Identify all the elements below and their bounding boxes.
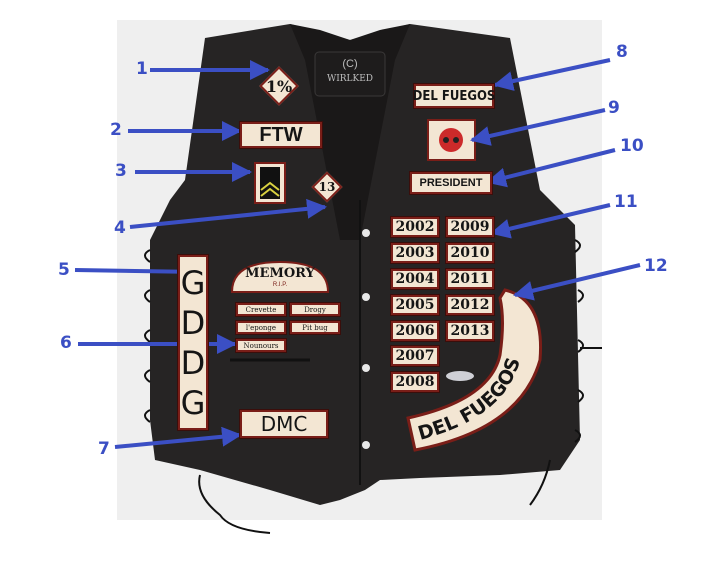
ftw-patch: FTW bbox=[240, 122, 322, 148]
label-9: 9 bbox=[608, 98, 620, 118]
arrow-8 bbox=[493, 58, 611, 91]
button-2 bbox=[362, 293, 370, 301]
year-patch: 2006 bbox=[391, 321, 439, 341]
label-2: 2 bbox=[110, 120, 122, 140]
memory-name: Pit bug bbox=[290, 321, 340, 334]
memory-name: Drogy bbox=[290, 303, 340, 316]
side-lacing-left bbox=[144, 249, 271, 534]
side-lacing-right bbox=[529, 239, 602, 506]
label-5: 5 bbox=[58, 260, 70, 280]
label-10: 10 bbox=[620, 136, 644, 156]
arrow-10 bbox=[486, 148, 616, 188]
arrow-4 bbox=[129, 198, 327, 229]
arrow-9 bbox=[470, 108, 606, 146]
button-4 bbox=[362, 441, 370, 449]
year-patch: 2008 bbox=[391, 372, 439, 392]
memory-arch bbox=[230, 260, 330, 293]
year-patch: 2005 bbox=[391, 295, 439, 315]
year-patch: 2004 bbox=[391, 269, 439, 289]
label-3: 3 bbox=[115, 161, 127, 181]
label-4: 4 bbox=[114, 218, 126, 238]
year-patch: 2013 bbox=[446, 321, 494, 341]
rocker-letter: G bbox=[180, 263, 206, 302]
memory-name: Nounours bbox=[236, 339, 286, 352]
year-patch: 2003 bbox=[391, 243, 439, 263]
bottom-rocker-shape bbox=[406, 288, 543, 452]
button-3 bbox=[362, 364, 370, 372]
arrow-11 bbox=[490, 203, 611, 239]
button-1 bbox=[362, 229, 370, 237]
year-patch: 2009 bbox=[446, 217, 494, 237]
brand-tag bbox=[314, 51, 386, 97]
one-percent-text: 1% bbox=[265, 76, 293, 96]
dmc-patch: DMC bbox=[240, 410, 328, 438]
label-8: 8 bbox=[616, 42, 628, 62]
label-12: 12 bbox=[644, 256, 668, 276]
brand-name: WIRLKED bbox=[326, 74, 374, 84]
memory-subtitle: R.I.P. bbox=[272, 282, 288, 288]
label-6: 6 bbox=[60, 333, 72, 353]
year-patch: 2012 bbox=[446, 295, 494, 315]
memory-name: Crevette bbox=[236, 303, 286, 316]
rocker-letter: G bbox=[180, 383, 206, 422]
year-patch: 2011 bbox=[446, 269, 494, 289]
label-1: 1 bbox=[136, 59, 148, 79]
rocker-letter: D bbox=[180, 303, 206, 342]
year-patch: 2007 bbox=[391, 346, 439, 366]
del-fuegos-patch: DEL FUEGOS bbox=[413, 84, 495, 108]
label-7: 7 bbox=[98, 439, 110, 459]
year-patch: 2002 bbox=[391, 217, 439, 237]
thirteen-text: 13 bbox=[318, 180, 336, 194]
gddg-rocker: G D D G bbox=[178, 255, 208, 430]
president-patch: PRESIDENT bbox=[410, 172, 492, 194]
memory-title: MEMORY bbox=[245, 266, 315, 281]
brand-mark: (C) bbox=[342, 58, 358, 70]
year-patch: 2010 bbox=[446, 243, 494, 263]
arrow-12 bbox=[513, 263, 641, 301]
label-11: 11 bbox=[614, 192, 638, 212]
memory-name: l'eponge bbox=[236, 321, 286, 334]
arrow-7 bbox=[114, 426, 242, 449]
rocker-letter: D bbox=[180, 343, 206, 382]
